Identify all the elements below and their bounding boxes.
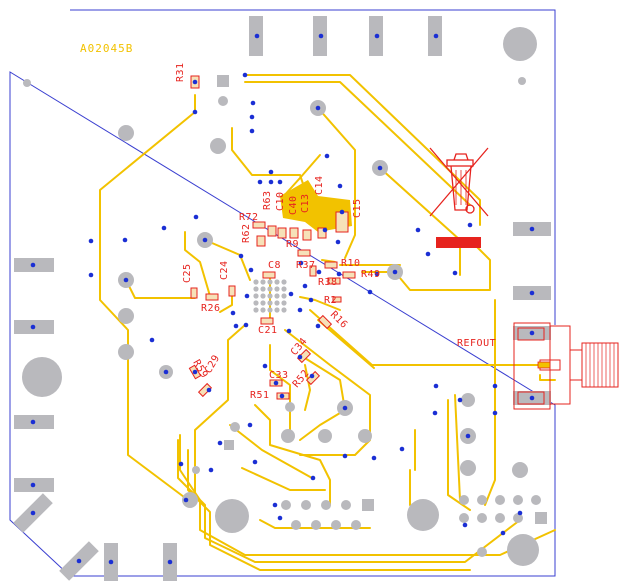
copper-pour [280, 180, 352, 232]
designator-r26: R26 [201, 303, 221, 314]
board-outline [9, 9, 556, 577]
weee-bin-icon [429, 147, 489, 217]
designator-r31: R31 [175, 62, 186, 82]
designator-c14: C14 [314, 175, 325, 195]
designator-r2: R2 [324, 295, 337, 306]
designator-c25: C25 [182, 263, 193, 283]
designator-r72: R72 [239, 212, 259, 223]
designator-c10: C10 [275, 191, 286, 211]
designator-r9: R9 [286, 239, 299, 250]
test-pads [118, 75, 547, 557]
bga-grid [253, 279, 287, 313]
refout-label: REFOUT [457, 338, 496, 349]
vias [30, 33, 535, 565]
mounting-holes [22, 27, 539, 566]
sma-center-pin [537, 361, 551, 369]
designator-c24: C24 [219, 260, 230, 280]
designator-r51: R51 [250, 390, 270, 401]
designator-r10: R10 [341, 258, 361, 269]
designator-r49: R49 [361, 269, 381, 280]
designator-r63: R63 [262, 190, 273, 210]
designator-c8: C8 [268, 260, 281, 271]
weee-bar [436, 237, 481, 248]
smd-components [188, 75, 356, 400]
designator-c33: C33 [269, 370, 289, 381]
edge-pads [13, 16, 551, 581]
designator-c40: C40 [288, 195, 299, 215]
designator-r62: R62 [241, 223, 252, 243]
designator-c15: C15 [352, 198, 363, 218]
designator-r37: R37 [296, 260, 316, 271]
designator-c29: C29 [203, 353, 222, 375]
board-id-label: A02045B [80, 42, 133, 55]
designator-r38: R38 [318, 277, 338, 288]
designator-c13: C13 [300, 193, 311, 213]
designator-c21: C21 [258, 325, 278, 336]
